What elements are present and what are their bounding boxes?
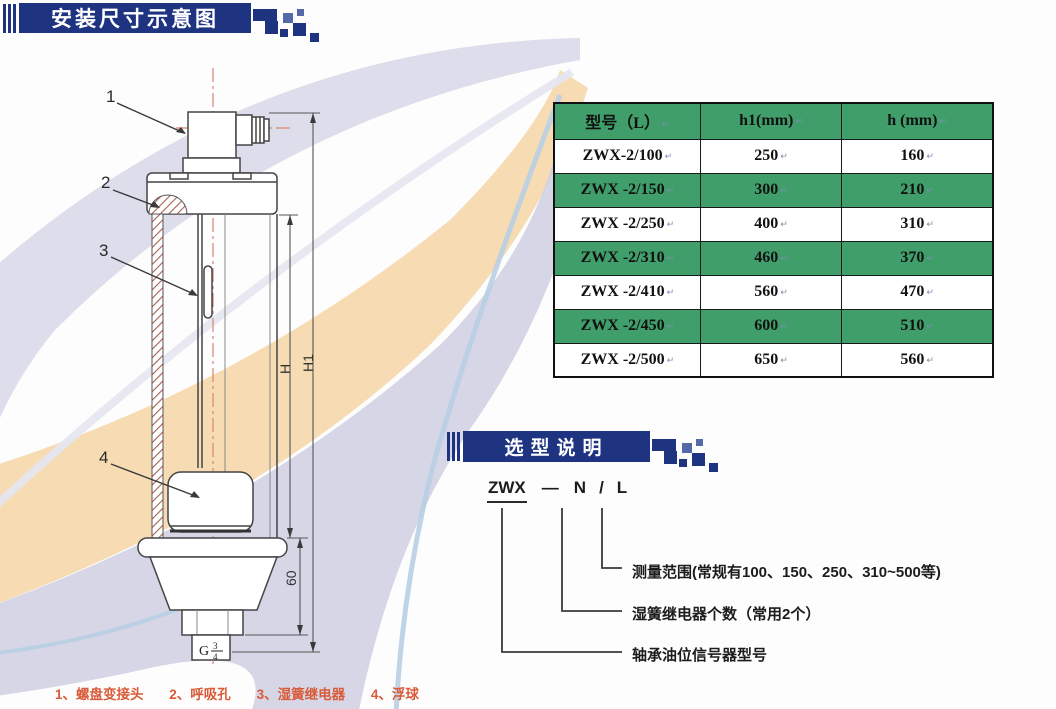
return-mark: ↵: [926, 152, 934, 162]
selection-label-relays: 湿簧继电器个数（常用2个）: [632, 606, 821, 623]
callout-3: 3: [99, 241, 108, 260]
code-dash: —: [541, 478, 559, 497]
return-mark: ↵: [926, 254, 934, 264]
return-mark: ↵: [664, 152, 673, 162]
return-mark: ↵: [926, 288, 934, 298]
legend-item: 4、浮球: [370, 687, 419, 702]
page-title-text: 安装尺寸示意图: [51, 8, 219, 31]
table-row: ZWX -2/450↵ 600↵ 510↵: [553, 308, 994, 344]
table-row: ZWX -2/310↵ 460↵ 370↵: [553, 240, 994, 276]
col-header-h1: h1(mm)↵: [699, 102, 843, 140]
return-mark: ↵: [780, 254, 788, 264]
legend-item: 3、湿簧继电器: [256, 687, 346, 702]
return-mark: ↵: [780, 220, 788, 230]
return-mark: ↵: [780, 152, 788, 162]
dimension-table: 型号（L）↵ h1(mm)↵ h (mm)↵ ZWX-2/100↵ 250↵ 1…: [553, 102, 994, 378]
return-mark: ↵: [666, 186, 675, 196]
col-header-h: h (mm)↵: [841, 102, 994, 140]
return-mark: ↵: [666, 254, 675, 264]
title-banner-group: 安装尺寸示意图: [3, 3, 325, 49]
page-title: 安装尺寸示意图: [19, 3, 251, 33]
selection-label-model: 轴承油位信号器型号: [632, 647, 768, 664]
callout-leaders: [110, 102, 200, 498]
code-prefix: ZWX: [487, 478, 527, 503]
banner-stripes: [3, 4, 16, 33]
svg-text:4: 4: [213, 652, 218, 662]
return-mark: ↵: [926, 186, 934, 196]
selection-label-range: 测量范围(常规有100、150、250、310~500等): [632, 564, 941, 581]
col-header-model: 型号（L）↵: [553, 102, 701, 140]
mounting-body: [137, 537, 288, 661]
dimension-lines: [232, 112, 320, 653]
reed-relay: [203, 265, 213, 319]
checker-decoration: [253, 9, 319, 42]
svg-text:G: G: [199, 644, 209, 659]
legend-item: 1、螺盘变接头: [55, 687, 144, 702]
thread-size-label: G 3 4: [199, 641, 223, 662]
elbow-connector: [182, 111, 270, 174]
return-mark: ↵: [666, 220, 675, 230]
return-mark: ↵: [780, 186, 788, 196]
return-mark: ↵: [926, 322, 934, 332]
callout-2: 2: [101, 173, 110, 192]
return-mark: ↵: [939, 117, 947, 128]
dim-label-h1: H1: [300, 354, 316, 372]
table-row: ZWX -2/410↵ 560↵ 470↵: [553, 274, 994, 310]
return-mark: ↵: [661, 120, 670, 131]
protection-tube: [151, 213, 278, 539]
selection-title-text: 选型说明: [504, 438, 609, 459]
background-swooshes: [0, 38, 588, 709]
return-mark: ↵: [780, 288, 788, 298]
table-header-row: 型号（L）↵ h1(mm)↵ h (mm)↵: [553, 102, 994, 140]
float-ball: [167, 471, 254, 533]
legend-item: 2、呼吸孔: [169, 687, 231, 702]
table-row: ZWX-2/100↵ 250↵ 160↵: [553, 138, 994, 174]
model-code: ZWX — N / L: [487, 478, 627, 503]
dim-label-h: H: [277, 364, 293, 374]
device-drawing: G 3 4 1 2 3 4: [99, 68, 320, 668]
return-mark: ↵: [666, 322, 675, 332]
return-mark: ↵: [666, 288, 675, 298]
svg-text:3: 3: [213, 641, 218, 651]
code-n: N: [573, 478, 587, 497]
table-row: ZWX -2/250↵ 400↵ 310↵: [553, 206, 994, 242]
checker-decoration: [652, 439, 718, 472]
callout-1: 1: [106, 87, 115, 106]
code-slash: /: [599, 478, 604, 497]
selection-title: 选型说明: [463, 431, 650, 462]
callout-4: 4: [99, 448, 108, 467]
parts-legend: 1、螺盘变接头 2、呼吸孔 3、湿簧继电器 4、浮球: [55, 683, 441, 703]
code-l: L: [616, 478, 628, 497]
return-mark: ↵: [926, 220, 934, 230]
return-mark: ↵: [926, 355, 934, 366]
dim-label-60: 60: [283, 570, 299, 586]
selection-connectors: [501, 508, 622, 653]
selection-banner-group: 选型说明: [447, 431, 724, 477]
return-mark: ↵: [795, 117, 803, 128]
return-mark: ↵: [780, 322, 788, 332]
table-row: ZWX -2/150↵ 300↵ 210↵: [553, 172, 994, 208]
banner-stripes: [447, 432, 460, 461]
return-mark: ↵: [666, 355, 675, 366]
table-row: ZWX -2/500↵ 650↵ 560↵: [553, 342, 994, 378]
return-mark: ↵: [780, 355, 788, 366]
